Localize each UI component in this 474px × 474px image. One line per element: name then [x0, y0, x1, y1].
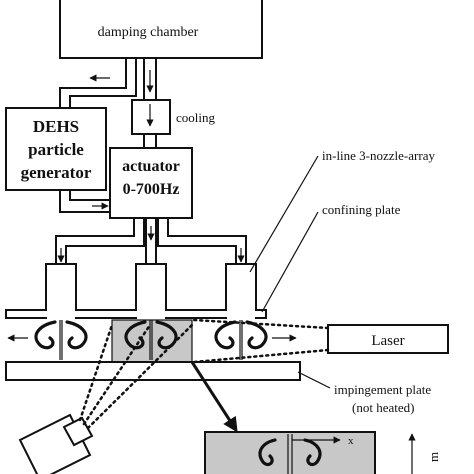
inset-vortex — [258, 434, 322, 474]
manifold-right-outer — [167, 218, 247, 264]
inset-pointer-arrow — [190, 361, 238, 433]
manifold-left-inner — [65, 218, 145, 264]
confining-plate-label: confining plate — [322, 202, 401, 217]
impingement-plate-leader — [297, 371, 331, 389]
actuator-label-line1: actuator — [122, 158, 180, 175]
nozzle-center — [135, 263, 167, 311]
cooling-box — [131, 99, 171, 135]
inset-x-axis-label: x — [348, 435, 354, 447]
camera-view-1 — [78, 323, 114, 422]
confining-plate — [5, 309, 267, 319]
impingement-plate-label-line2: (not heated) — [352, 400, 414, 415]
nozzle-left-opening — [47, 309, 75, 319]
manifold-right-inner — [157, 218, 237, 264]
generator-label-line1: DEHS — [33, 117, 79, 136]
nozzle-right-opening — [227, 309, 255, 319]
nozzle-left — [45, 263, 77, 311]
impingement-plate-label-line1: impingement plate — [334, 382, 431, 397]
laser-beam-top — [192, 318, 330, 330]
return-duct-inner — [69, 58, 137, 201]
actuator-label-line2: 0-700Hz — [123, 181, 180, 198]
camera-view-2 — [82, 323, 152, 426]
generator-label-line3: generator — [21, 163, 92, 182]
nozzle-center-opening — [137, 309, 165, 319]
camera — [18, 413, 94, 474]
damping-chamber-label: damping chamber — [98, 25, 199, 40]
manifold-left-outer — [55, 218, 135, 264]
nozzle-array-label: in-line 3-nozzle-array — [322, 148, 435, 163]
inset-zoom-box — [204, 431, 376, 474]
nozzle-right — [225, 263, 257, 311]
impingement-plate — [5, 361, 301, 381]
camera-view-3 — [86, 323, 194, 430]
actuator-box — [109, 147, 193, 219]
confining-plate-leader — [261, 211, 319, 313]
laser-box — [327, 324, 449, 354]
dehs-generator-box — [5, 107, 107, 191]
laser-label: Laser — [371, 333, 404, 349]
return-duct-outer — [59, 58, 127, 213]
generator-label-line2: particle — [28, 140, 84, 159]
nozzle-array-leader — [249, 155, 319, 273]
laser-beam-bottom — [192, 348, 330, 364]
vortex-rings — [34, 320, 268, 360]
cooling-label: cooling — [176, 110, 215, 125]
scale-unit-label: m — [426, 452, 441, 462]
damping-chamber-box — [59, 0, 263, 59]
